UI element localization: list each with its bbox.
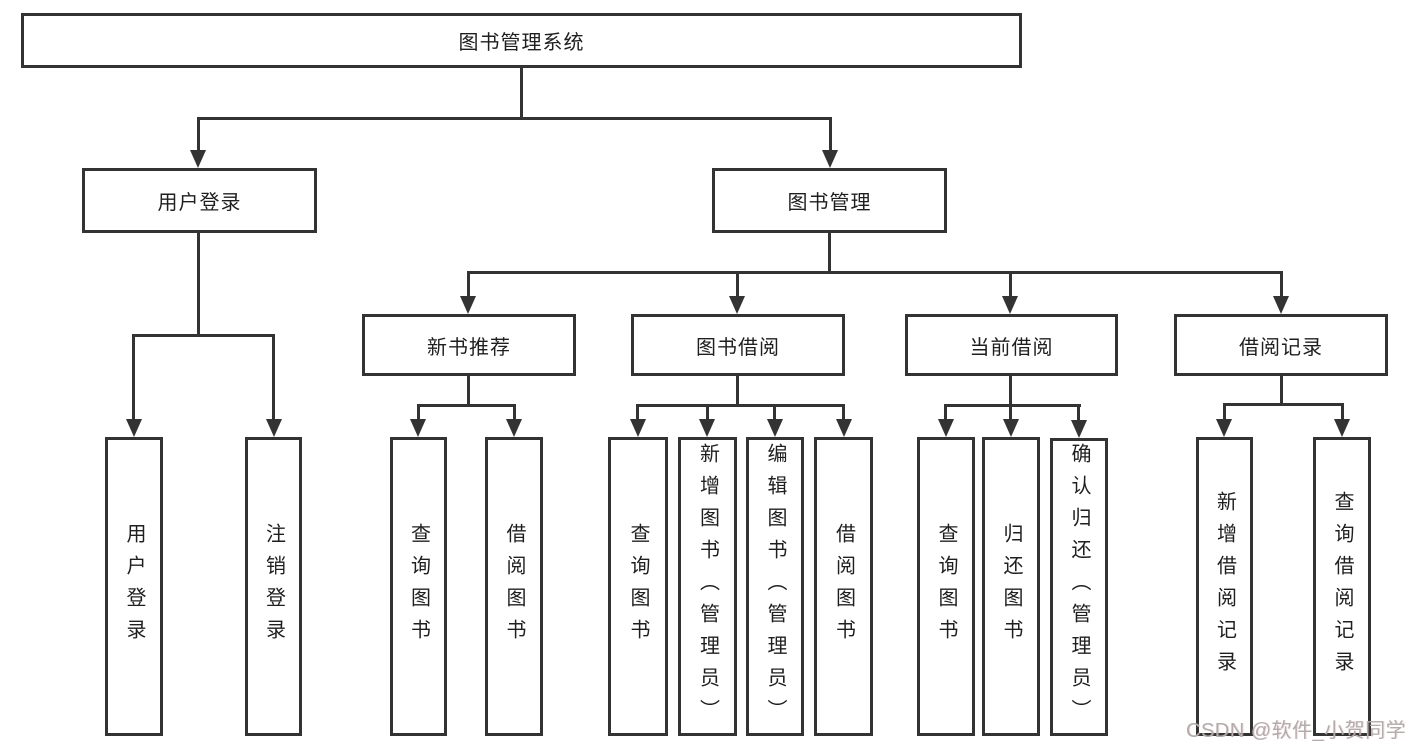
connector-line (828, 232, 831, 273)
connector-line (1280, 271, 1283, 298)
connector-line (829, 117, 832, 152)
connector-line (944, 404, 947, 421)
leaf-logout-label: 注销登录 (262, 522, 285, 651)
connector-line (636, 404, 639, 421)
connector-line (417, 404, 516, 407)
arrow-down-icon (1071, 420, 1087, 438)
connector-line (272, 334, 275, 421)
node-book-borrow: 图书借阅 (631, 314, 845, 376)
leaf-cb-return-book: 归还图书 (982, 437, 1040, 736)
arrow-down-icon (938, 419, 954, 437)
connector-line (1009, 404, 1012, 421)
leaf-cb-query-book-label: 查询图书 (935, 522, 957, 651)
connector-line (944, 404, 1081, 407)
leaf-bb-borrow-book: 借阅图书 (814, 437, 873, 736)
leaf-logout: 注销登录 (245, 437, 302, 736)
connector-line (1341, 403, 1344, 421)
arrow-down-icon (126, 419, 142, 437)
connector-line (197, 117, 831, 120)
arrow-down-icon (1273, 296, 1289, 314)
leaf-nbr-borrow-book-label: 借阅图书 (503, 522, 525, 651)
arrow-down-icon (729, 296, 745, 314)
node-borrow-record: 借阅记录 (1174, 314, 1388, 376)
connector-line (773, 404, 776, 421)
connector-line (1223, 403, 1344, 406)
leaf-cb-confirm-return-label: 确认归还（管理员） (1068, 443, 1090, 731)
connector-line (520, 68, 523, 118)
arrow-down-icon (1334, 419, 1350, 437)
node-current-borrow: 当前借阅 (905, 314, 1118, 376)
node-user-login: 用户登录 (82, 168, 317, 233)
leaf-user-login: 用户登录 (105, 437, 163, 736)
node-user-login-label: 用户登录 (157, 192, 242, 214)
leaf-cb-confirm-return: 确认归还（管理员） (1050, 438, 1108, 736)
leaf-nbr-borrow-book: 借阅图书 (485, 437, 543, 736)
connector-line (132, 334, 135, 421)
node-book-management-label: 图书管理 (787, 192, 872, 214)
leaf-bb-add-book: 新增图书（管理员） (678, 437, 737, 736)
leaf-cb-query-book: 查询图书 (917, 437, 975, 736)
node-borrow-record-label: 借阅记录 (1239, 336, 1323, 359)
arrow-down-icon (1002, 296, 1018, 314)
leaf-br-add-record-label: 新增借阅记录 (1213, 490, 1236, 683)
connector-line (132, 334, 275, 337)
arrow-down-icon (266, 419, 282, 437)
connector-line (197, 117, 200, 152)
connector-line (1280, 376, 1283, 405)
arrow-down-icon (767, 419, 783, 437)
connector-line (636, 404, 845, 407)
leaf-user-login-label: 用户登录 (123, 522, 145, 651)
watermark: CSDN @软件_小贺同学 (1186, 720, 1405, 742)
leaf-bb-borrow-book-label: 借阅图书 (832, 522, 855, 651)
arrow-down-icon (699, 419, 715, 437)
leaf-bb-edit-book-label: 编辑图书（管理员） (764, 442, 786, 731)
arrow-down-icon (1216, 419, 1232, 437)
connector-line (467, 271, 1283, 274)
leaf-nbr-query-book-label: 查询图书 (407, 522, 430, 651)
arrow-down-icon (460, 296, 476, 314)
arrow-down-icon (506, 419, 522, 437)
leaf-br-query-record: 查询借阅记录 (1313, 437, 1371, 736)
leaf-bb-edit-book: 编辑图书（管理员） (746, 437, 804, 736)
node-book-borrow-label: 图书借阅 (696, 336, 780, 359)
connector-line (513, 404, 516, 421)
arrow-down-icon (822, 150, 838, 168)
connector-line (417, 404, 420, 421)
arrow-down-icon (410, 419, 426, 437)
leaf-cb-return-book-label: 归还图书 (1000, 522, 1022, 651)
arrow-down-icon (630, 419, 646, 437)
node-root: 图书管理系统 (21, 13, 1022, 68)
leaf-nbr-query-book: 查询图书 (390, 437, 447, 736)
connector-line (467, 376, 470, 406)
connector-line (842, 404, 845, 421)
connector-line (1077, 404, 1080, 421)
arrow-down-icon (1003, 419, 1019, 437)
node-book-management: 图书管理 (712, 168, 947, 233)
connector-line (736, 271, 739, 298)
arrow-down-icon (836, 419, 852, 437)
node-current-borrow-label: 当前借阅 (969, 336, 1054, 359)
arrow-down-icon (190, 150, 206, 168)
leaf-bb-query-book-label: 查询图书 (627, 522, 649, 651)
node-new-book-recommend-label: 新书推荐 (427, 336, 511, 359)
connector-line (1223, 403, 1226, 421)
connector-line (197, 232, 200, 336)
connector-line (706, 404, 709, 421)
node-new-book-recommend: 新书推荐 (362, 314, 576, 376)
leaf-br-query-record-label: 查询借阅记录 (1331, 490, 1353, 683)
connector-line (1009, 271, 1012, 298)
leaf-br-add-record: 新增借阅记录 (1196, 437, 1253, 736)
leaf-bb-add-book-label: 新增图书（管理员） (696, 442, 719, 731)
connector-line (1009, 376, 1012, 406)
leaf-bb-query-book: 查询图书 (608, 437, 668, 736)
connector-line (736, 376, 739, 406)
connector-line (467, 271, 470, 298)
node-root-label: 图书管理系统 (458, 32, 585, 54)
